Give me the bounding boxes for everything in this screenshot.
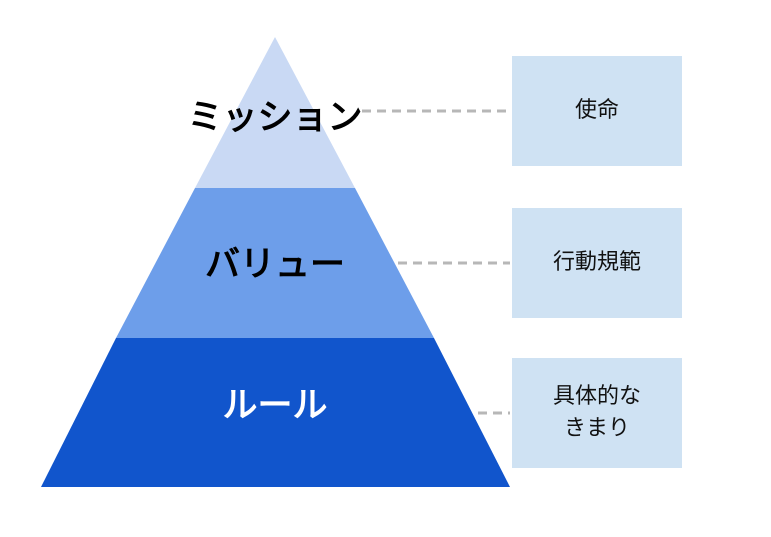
description-box-mission: 使命 (512, 56, 682, 166)
pyramid-tier-mission (195, 37, 355, 188)
description-box-rule: 具体的な きまり (512, 358, 682, 468)
description-box-value: 行動規範 (512, 208, 682, 318)
tier-label-mission: ミッション (187, 98, 362, 138)
description-text-rule-line2: きまり (563, 416, 630, 441)
description-text-mission: 使命 (574, 98, 619, 123)
description-text-rule-line1: 具体的な (552, 384, 641, 409)
pyramid-tier-rule (41, 338, 510, 487)
tier-label-value: バリュー (205, 245, 345, 285)
description-text-value: 行動規範 (552, 250, 641, 275)
tier-label-rule: ルール (222, 386, 327, 426)
pyramid-tier-value (116, 188, 434, 338)
